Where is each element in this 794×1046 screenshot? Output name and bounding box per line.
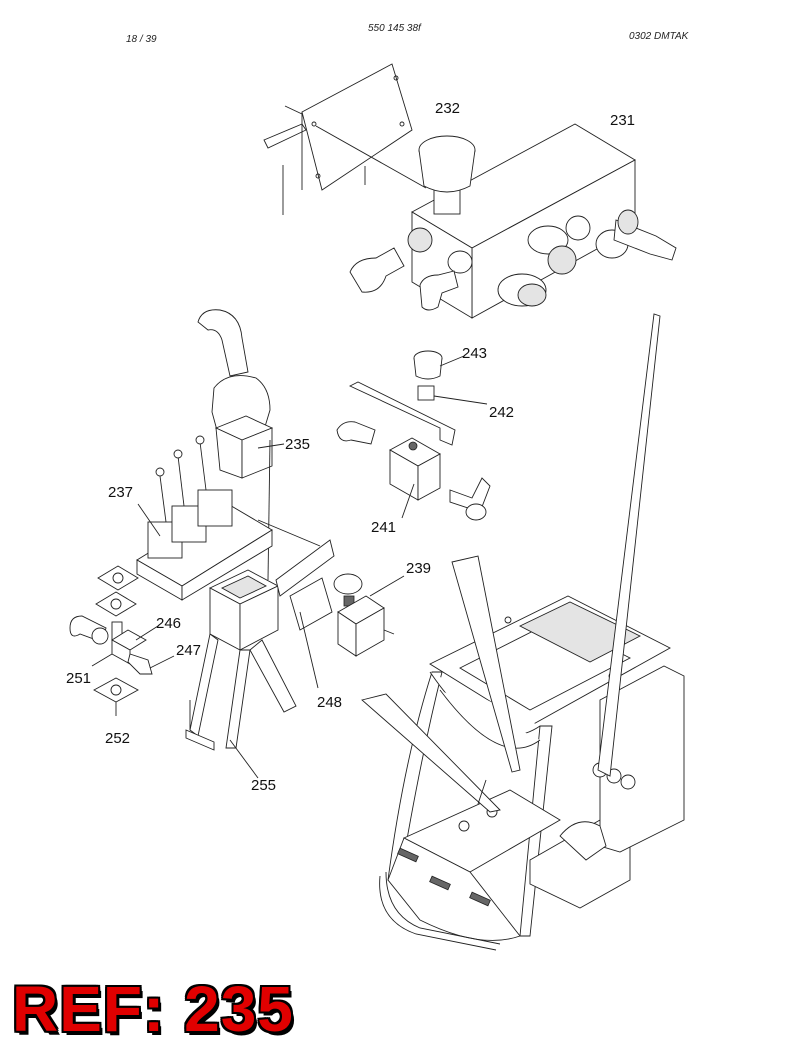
callout-231: 231	[610, 112, 635, 129]
callout-237: 237	[108, 484, 133, 501]
document-code: 0302 DMTAK	[629, 31, 689, 42]
callout-255: 255	[251, 777, 276, 794]
callout-243: 243	[462, 345, 487, 362]
callout-246: 246	[156, 615, 181, 632]
operator-console	[361, 313, 685, 951]
part-243-cap	[413, 350, 465, 380]
callout-232: 232	[435, 100, 460, 117]
part-255-pedestal	[185, 569, 297, 779]
part-248-cover-plate	[275, 539, 335, 689]
callout-241: 241	[371, 519, 396, 536]
callout-235: 235	[285, 436, 310, 453]
part-232-mounting-plate	[263, 63, 427, 215]
callout-251: 251	[66, 670, 91, 687]
callout-248: 248	[317, 694, 342, 711]
part-241-valve	[336, 421, 491, 521]
callout-252: 252	[105, 730, 130, 747]
part-242-bracket	[348, 381, 488, 446]
gasket-plates	[93, 565, 139, 716]
part-235-joystick	[197, 309, 285, 581]
part-239-valve	[333, 573, 405, 657]
callout-247: 247	[176, 642, 201, 659]
page-number: 18 / 39	[126, 34, 157, 45]
part-237-lever-control	[136, 435, 321, 601]
document-number: 550 145 38f	[368, 23, 421, 34]
callout-242: 242	[489, 404, 514, 421]
part-231-valve-block	[349, 123, 677, 319]
part-251-fitting-assembly	[69, 615, 175, 675]
callout-239: 239	[406, 560, 431, 577]
reference-banner: REF: 235	[12, 973, 294, 1045]
